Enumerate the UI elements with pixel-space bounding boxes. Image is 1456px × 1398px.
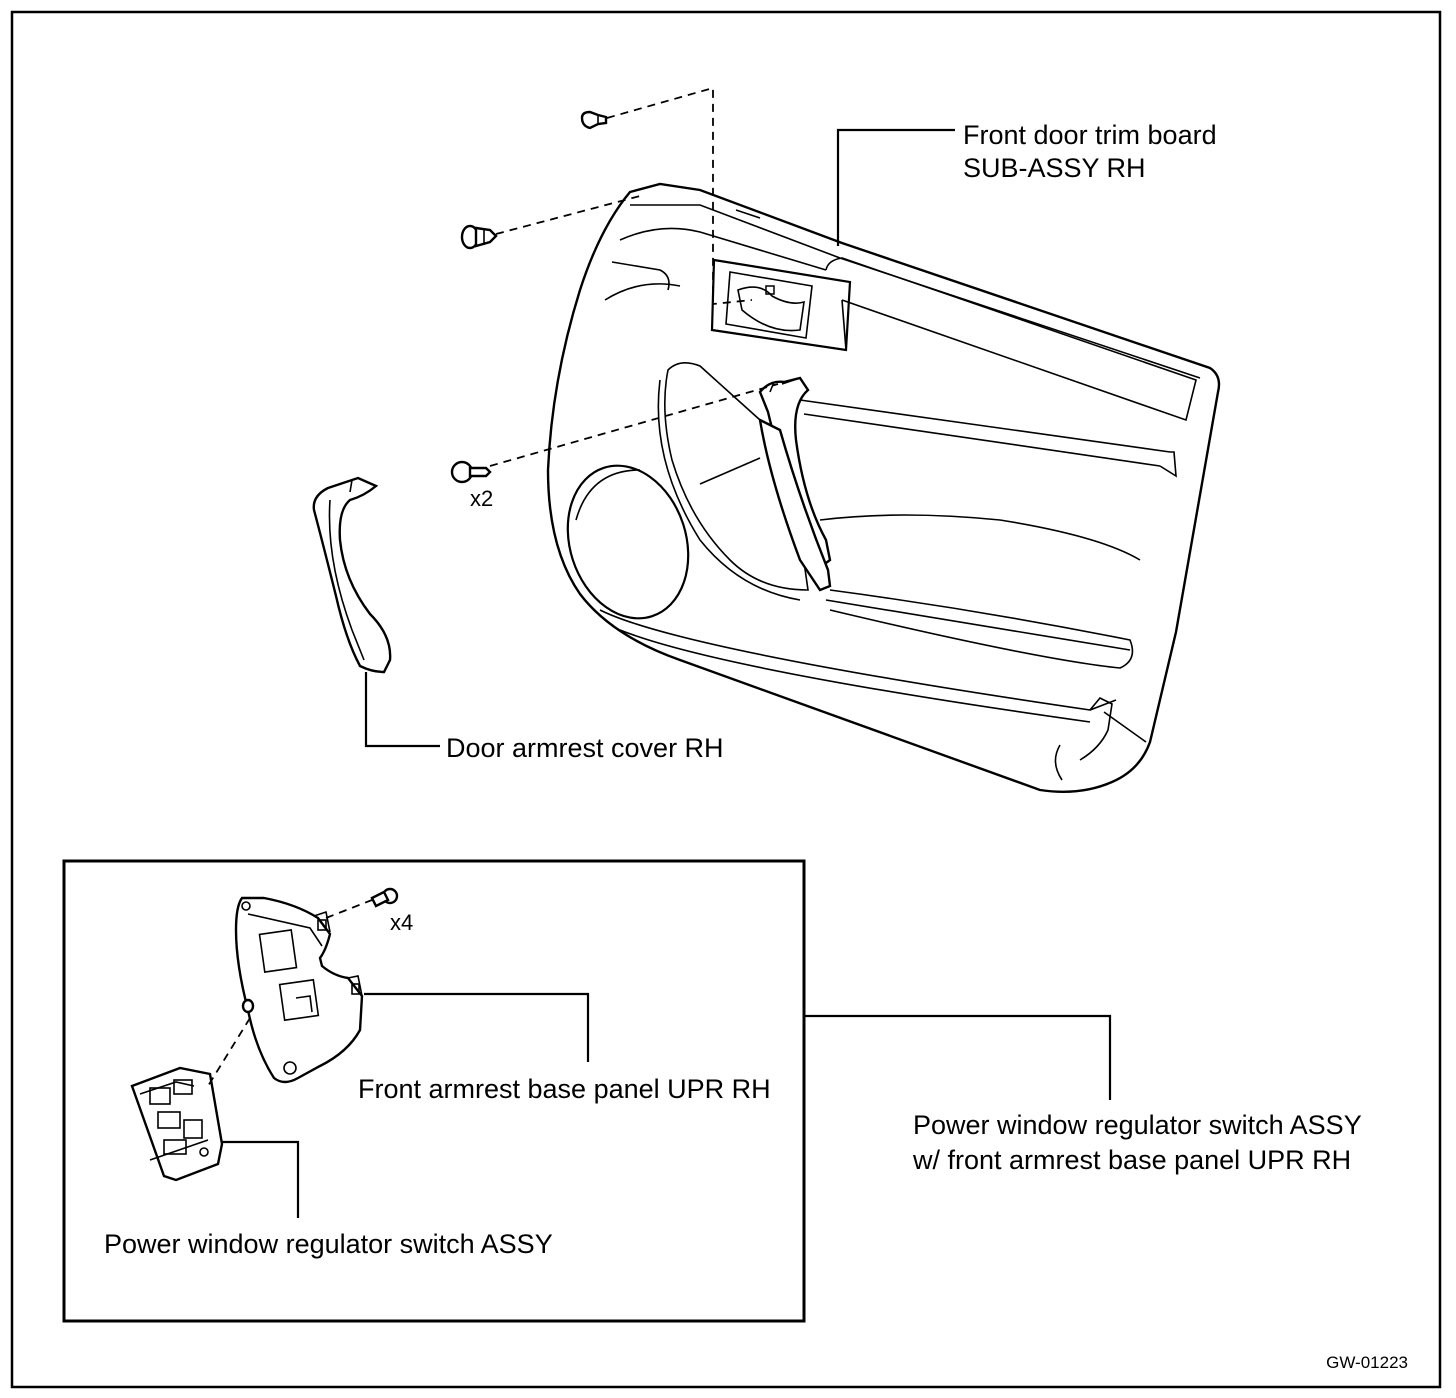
trim-board-label-line2: SUB-ASSY RH xyxy=(963,153,1146,183)
power-window-switch-drawing xyxy=(130,1066,224,1182)
front-door-trim-board-drawing xyxy=(546,182,1221,793)
screw-icon xyxy=(580,110,608,130)
screw-icon xyxy=(450,460,492,484)
leader-switch xyxy=(222,1140,300,1218)
install-line xyxy=(489,383,779,467)
switch-with-panel-label-line1: Power window regulator switch ASSY xyxy=(913,1110,1362,1140)
front-armrest-base-panel-drawing xyxy=(234,896,364,1084)
clip-icon xyxy=(460,224,498,250)
base-panel-label: Front armrest base panel UPR RH xyxy=(358,1074,771,1104)
figure-code: GW-01223 xyxy=(1326,1353,1408,1372)
install-line xyxy=(495,195,641,235)
screw-qty-x2: x2 xyxy=(470,486,493,511)
install-line xyxy=(207,1017,251,1087)
leader-switch-with-panel xyxy=(804,1014,1112,1100)
outer-frame xyxy=(10,10,1442,1389)
trim-board-label-line1: Front door trim board xyxy=(963,120,1217,150)
install-line xyxy=(325,899,373,919)
leader-trim-board xyxy=(836,128,955,246)
screw-icon xyxy=(370,887,399,908)
switch-label: Power window regulator switch ASSY xyxy=(104,1229,553,1259)
switch-with-panel-label-line2: w/ front armrest base panel UPR RH xyxy=(912,1145,1351,1175)
screw-qty-x4: x4 xyxy=(390,910,413,935)
leader-base-panel xyxy=(364,992,590,1062)
armrest-cover-label: Door armrest cover RH xyxy=(446,733,724,763)
detail-box xyxy=(62,859,806,1323)
door-armrest-cover-drawing xyxy=(312,476,392,674)
leader-armrest-cover xyxy=(364,672,440,748)
